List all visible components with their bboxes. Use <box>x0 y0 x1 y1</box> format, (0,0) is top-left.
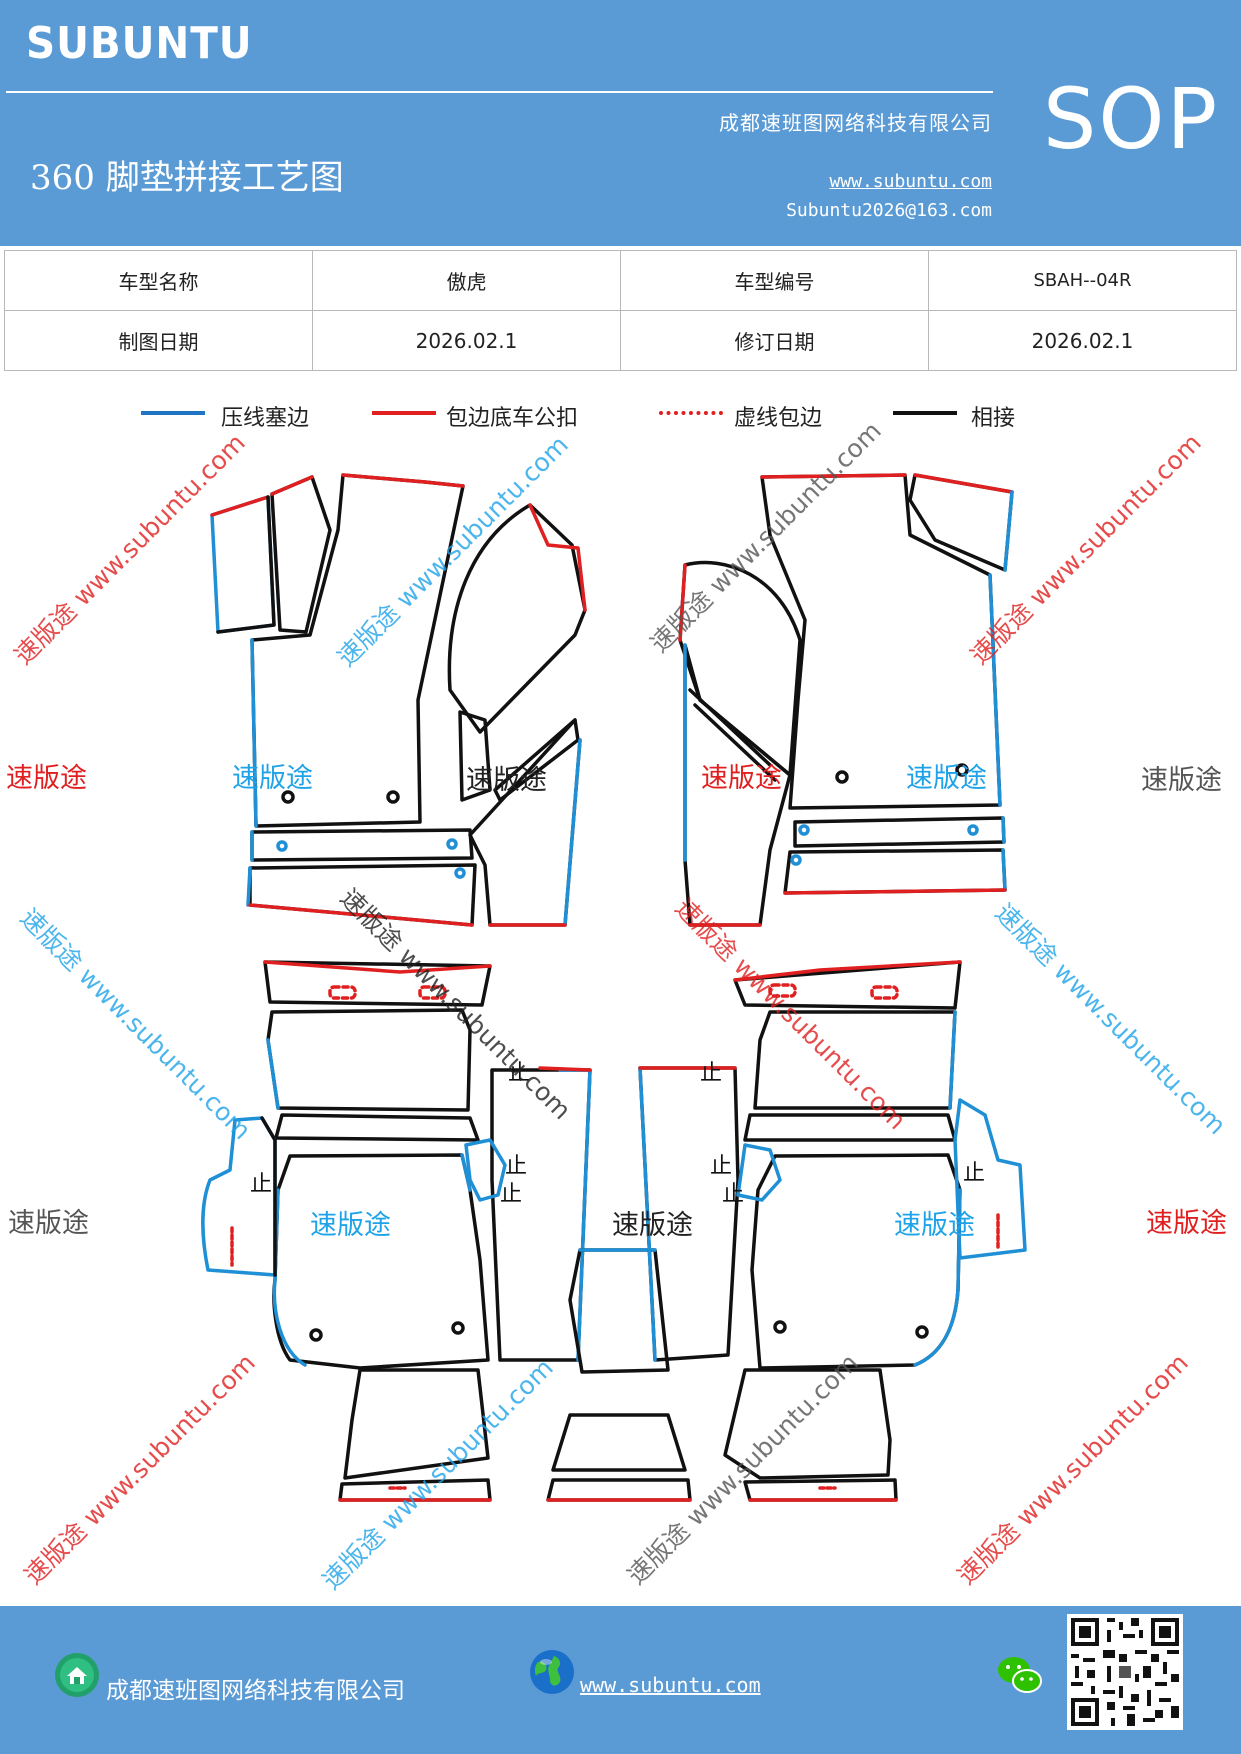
stop-mark: 止 <box>710 1154 733 1179</box>
home-icon <box>55 1653 99 1697</box>
qr-code-pattern <box>1067 1614 1183 1730</box>
revise-date-label: 修订日期 <box>620 310 929 371</box>
watermark-text: 速版途 <box>906 763 987 794</box>
top-right-passenger-mat-group <box>678 473 1014 927</box>
table-row: 车型名称 傲虎 车型编号 SBAH--04R <box>4 250 1237 311</box>
watermark-text: 速版途 <box>1146 1208 1227 1239</box>
model-code-value: SBAH--04R <box>928 250 1237 311</box>
watermark-text: 速版途 <box>8 1208 89 1239</box>
model-name-label: 车型名称 <box>4 250 313 311</box>
stop-mark: 止 <box>505 1154 528 1179</box>
legend-swatch-red <box>372 411 436 415</box>
legend-swatch-red-dashed <box>659 411 723 415</box>
header-email: Subuntu2026@163.com <box>786 200 992 221</box>
qr-code <box>1067 1614 1183 1730</box>
stop-mark: 止 <box>700 1061 723 1086</box>
bottom-center-tunnel-group <box>546 1248 692 1502</box>
header-divider <box>6 91 993 93</box>
footer-company: 成都速班图网络科技有限公司 <box>106 1678 405 1704</box>
info-table: 车型名称 傲虎 车型编号 SBAH--04R 制图日期 2026.02.1 修订… <box>4 250 1237 371</box>
stop-mark: 止 <box>963 1161 986 1186</box>
draw-date-label: 制图日期 <box>4 310 313 371</box>
legend-label-red-dashed: 虚线包边 <box>734 406 823 431</box>
model-name-value: 傲虎 <box>312 250 621 311</box>
header-website-link[interactable]: www.subuntu.com <box>829 171 992 192</box>
watermark-text: 速版途 <box>1141 765 1222 796</box>
floor-mat-pattern-diagram <box>201 473 1027 1502</box>
brand-logo: SUBUNTU <box>26 18 253 69</box>
watermark-text: 速版途 <box>894 1210 975 1241</box>
footer-band: 成都速班图网络科技有限公司 www.subuntu.com <box>0 1606 1241 1754</box>
watermark-text: 速版途 <box>466 765 547 796</box>
sop-label: SOP <box>1043 70 1220 168</box>
table-row: 制图日期 2026.02.1 修订日期 2026.02.1 <box>4 310 1237 371</box>
stop-mark: 止 <box>250 1172 273 1197</box>
watermark-text: 速版途 <box>612 1210 693 1241</box>
stop-mark: 止 <box>722 1182 745 1207</box>
legend-swatch-blue <box>141 411 205 415</box>
watermark-text: 速版途 <box>232 763 313 794</box>
legend-swatch-black <box>893 411 957 415</box>
stop-mark: 止 <box>508 1061 531 1086</box>
revise-date-value: 2026.02.1 <box>928 310 1237 371</box>
globe-icon <box>530 1650 574 1694</box>
wechat-icon <box>998 1657 1042 1693</box>
watermark-text: 速版途 <box>6 763 87 794</box>
legend-label-blue: 压线塞边 <box>221 406 310 431</box>
stop-mark: 止 <box>500 1182 523 1207</box>
watermark-text: 速版途 <box>701 763 782 794</box>
draw-date-value: 2026.02.1 <box>312 310 621 371</box>
bottom-right-rear-mat-group <box>638 960 1027 1502</box>
bottom-left-rear-mat-group <box>201 960 592 1502</box>
legend-label-red: 包边底车公扣 <box>446 406 579 431</box>
line-legend: 压线塞边 包边底车公扣 虚线包边 相接 <box>0 400 1241 440</box>
header-company: 成都速班图网络科技有限公司 <box>719 111 992 135</box>
header-band: SUBUNTU 成都速班图网络科技有限公司 360 脚垫拼接工艺图 www.su… <box>0 0 1241 246</box>
model-code-label: 车型编号 <box>620 250 929 311</box>
footer-website-link[interactable]: www.subuntu.com <box>580 1673 761 1697</box>
watermark-text: 速版途 <box>310 1210 391 1241</box>
top-left-driver-mat-group <box>210 473 587 927</box>
page-title: 360 脚垫拼接工艺图 <box>30 158 344 198</box>
legend-label-black: 相接 <box>971 406 1016 431</box>
